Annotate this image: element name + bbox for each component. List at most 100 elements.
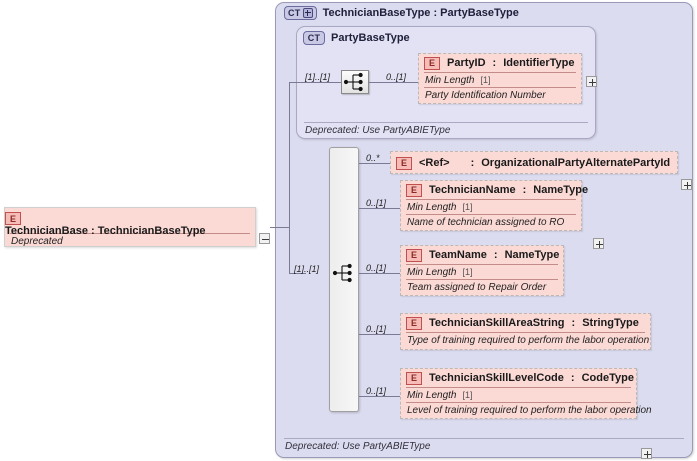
ref-type: OrganizationalPartyAlternatePartyId [481, 157, 671, 169]
techniciantname-divider-2 [406, 214, 576, 215]
inner-sequence-in-line [289, 82, 341, 83]
partyid-cardinality: 0..[1] [386, 72, 407, 82]
skillarea-type: StringType [582, 317, 639, 329]
skillarea-header-row: E TechnicianSkillAreaString : StringType [401, 314, 650, 332]
skilllevel-connector-line [359, 396, 400, 397]
element-box-teamname[interactable]: E TeamName : NameType Min Length [1] Tea… [400, 245, 564, 296]
teamname-header-row: E TeamName : NameType [401, 246, 563, 264]
outer-type-title: TechnicianBaseType : PartyBaseType [322, 7, 519, 19]
technicianbase-separator: : [91, 225, 95, 237]
partyid-facet-value: [1] [480, 75, 491, 85]
partyid-documentation: Party Identification Number [425, 89, 546, 101]
inner-footer-divider [304, 122, 588, 123]
outer-sequence-in-line [289, 273, 306, 274]
partyid-type: IdentifierType [503, 57, 575, 69]
skillarea-separator: : [571, 317, 576, 329]
element-box-skilllevelcode[interactable]: E TechnicianSkillLevelCode : CodeType Mi… [400, 368, 652, 419]
sequence-compositor-icon[interactable] [341, 70, 369, 94]
ref-name: <Ref> [419, 157, 450, 169]
complextype-badge-plus-icon[interactable]: CT [284, 6, 317, 20]
partyid-facet-row: Min Length [1] [419, 73, 581, 87]
technicianbase-name: TechnicianBase [5, 225, 88, 237]
outer-type-header: CT TechnicianBaseType : PartyBaseType [284, 6, 519, 20]
partyid-separator: : [492, 57, 497, 69]
techniciantname-documentation: Name of technician assigned to RO [407, 216, 565, 228]
element-badge-icon: E [396, 156, 412, 170]
ref-header-row: E <Ref> : OrganizationalPartyAlternatePa… [391, 152, 677, 173]
partyid-header-row: E PartyID : IdentifierType [419, 54, 581, 72]
techniciantname-cardinality: 0..[1] [366, 198, 387, 208]
partyid-expand-plus-icon[interactable] [586, 76, 597, 87]
sequence-group-bar[interactable] [329, 147, 359, 412]
techniciantname-facet-row: Min Length [1] [401, 200, 581, 214]
outer-sequence-cardinality: [1]..[1] [294, 264, 320, 274]
complextype-badge-icon[interactable]: CT [303, 31, 325, 45]
skilllevel-name: TechnicianSkillLevelCode [429, 372, 564, 384]
skilllevel-header-row: E TechnicianSkillLevelCode : CodeType [401, 369, 636, 387]
techniciantname-facet-name: Min Length [407, 201, 457, 213]
complextype-badge-label: CT [288, 8, 301, 18]
element-box-ref[interactable]: E <Ref> : OrganizationalPartyAlternatePa… [390, 151, 678, 174]
techniciantname-type: NameType [533, 184, 589, 196]
skillarea-cardinality: 0..[1] [366, 324, 387, 334]
skilllevel-expand-plus-icon[interactable] [641, 448, 652, 459]
teamname-name: TeamName [429, 249, 487, 261]
element-box-technicianbase[interactable]: E TechnicianBase : TechnicianBaseType De… [4, 207, 256, 247]
teamname-facet-name: Min Length [407, 266, 457, 278]
skilllevel-type: CodeType [581, 372, 634, 384]
element-box-techniciantname[interactable]: E TechnicianName : NameType Min Length [… [400, 180, 588, 231]
techniciantname-expand-plus-icon[interactable] [593, 238, 604, 249]
techniciantname-connector-line [359, 208, 400, 209]
element-box-partyid[interactable]: E PartyID : IdentifierType Min Length [1… [418, 53, 582, 104]
sequence-compositor-icon[interactable] [330, 262, 358, 286]
technicianbase-collapse-minus-icon[interactable] [259, 233, 270, 244]
ref-expand-plus-icon[interactable] [681, 179, 692, 190]
teamname-separator: : [493, 249, 498, 261]
element-badge-icon: E [406, 371, 422, 385]
element-badge-icon: E [5, 212, 21, 225]
techniciantname-facet-value: [1] [462, 202, 473, 212]
outer-footer-divider [284, 438, 684, 439]
skillarea-documentation: Type of training required to perform the… [407, 334, 650, 346]
element-badge-icon: E [406, 316, 422, 330]
skillarea-connector-line [359, 334, 400, 335]
element-badge-icon: E [406, 248, 422, 262]
skilllevel-cardinality: 0..[1] [366, 386, 387, 396]
teamname-type: NameType [504, 249, 560, 261]
technicianbase-header-row: E TechnicianBase : TechnicianBaseType [5, 208, 255, 237]
partyid-name: PartyID [447, 57, 486, 69]
technicianbase-type: TechnicianBaseType [97, 225, 206, 237]
inner-deprecated-note: Deprecated: Use PartyABIEType [305, 125, 451, 136]
teamname-cardinality: 0..[1] [366, 263, 387, 273]
techniciantname-divider [406, 199, 576, 200]
teamname-connector-line [359, 273, 400, 274]
skilllevel-facet-name: Min Length [407, 389, 457, 401]
ref-cardinality: 0..* [366, 153, 380, 163]
inner-type-title: PartyBaseType [331, 32, 410, 44]
techniciantname-name: TechnicianName [429, 184, 516, 196]
element-box-skillareastring[interactable]: E TechnicianSkillAreaString : StringType… [400, 313, 651, 350]
skilllevel-divider-2 [406, 402, 631, 403]
skilllevel-documentation: Level of training required to perform th… [407, 404, 652, 416]
plus-glyph-icon [302, 8, 313, 18]
root-out-line [270, 227, 289, 228]
partyid-connector-line [369, 82, 418, 83]
skilllevel-facet-value: [1] [462, 390, 473, 400]
ref-connector-line [359, 163, 398, 164]
skillarea-name: TechnicianSkillAreaString [429, 317, 565, 329]
technicianbase-annotation: Deprecated [11, 235, 63, 247]
teamname-documentation: Team assigned to Repair Order [407, 281, 547, 293]
teamname-divider [406, 264, 558, 265]
ref-separator: : [470, 157, 475, 169]
inner-sequence-cardinality: [1]..[1] [305, 72, 331, 82]
outer-deprecated-note: Deprecated: Use PartyABIEType [285, 441, 431, 452]
skilllevel-separator: : [570, 372, 575, 384]
element-badge-icon: E [424, 56, 440, 70]
skillarea-divider [406, 332, 645, 333]
partyid-divider-2 [424, 87, 576, 88]
teamname-facet-value: [1] [462, 267, 473, 277]
techniciantname-header-row: E TechnicianName : NameType [401, 181, 588, 199]
skilllevel-facet-row: Min Length [1] [401, 388, 636, 402]
partyid-facet-name: Min Length [425, 74, 475, 86]
partyid-divider [424, 72, 576, 73]
